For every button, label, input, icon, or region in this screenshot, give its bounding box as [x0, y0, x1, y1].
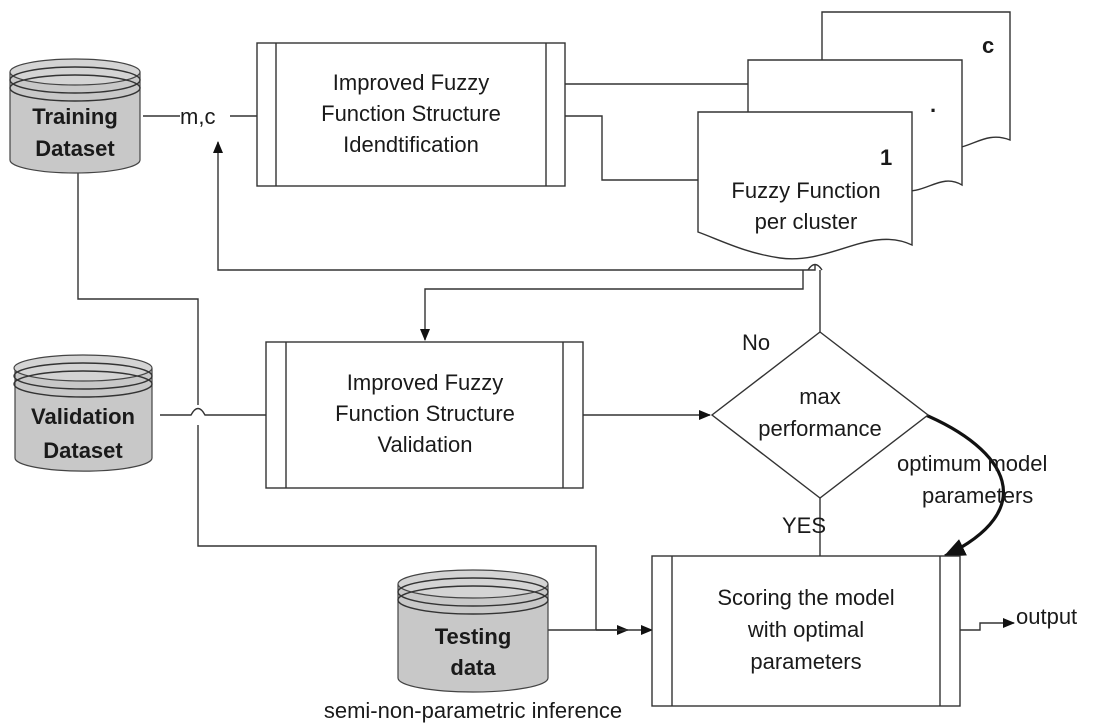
testing-label-1: Testing: [435, 624, 512, 649]
identification-line-3: Idendtification: [343, 132, 479, 157]
optimum-arrow: [920, 411, 1005, 558]
identification-line-2: Function Structure: [321, 101, 501, 126]
testing-data-cylinder: Testing data: [397, 569, 549, 693]
optimum-label-2: parameters: [922, 483, 1033, 508]
scoring-line-2: with optimal: [747, 617, 864, 642]
validation-box-line-3: Validation: [378, 432, 473, 457]
caption: semi-non-parametric inference: [324, 698, 622, 723]
validation-box-line-2: Function Structure: [335, 401, 515, 426]
testing-label-2: data: [450, 655, 496, 680]
output-label: output: [1016, 604, 1077, 629]
doc-back-letter: c: [982, 33, 994, 58]
training-dataset-cylinder: Training Dataset: [9, 58, 141, 174]
scoring-box: Scoring the model with optimal parameter…: [651, 555, 961, 707]
yes-label: YES: [782, 513, 826, 538]
doc-front-line-1: Fuzzy Function: [731, 178, 880, 203]
validation-box-line-1: Improved Fuzzy: [347, 370, 504, 395]
decision-diamond: max performance: [710, 331, 930, 499]
doc-front-number: 1: [880, 145, 892, 170]
document-stack: c . 1 Fuzzy Function per cluster: [697, 11, 1011, 260]
identification-box: Improved Fuzzy Function Structure Idendt…: [256, 42, 566, 187]
connectors: [77, 83, 1015, 635]
doc-front-line-2: per cluster: [755, 209, 858, 234]
identification-line-1: Improved Fuzzy: [333, 70, 490, 95]
validation-label-2: Dataset: [43, 438, 123, 463]
no-label: No: [742, 330, 770, 355]
scoring-line-3: parameters: [750, 649, 861, 674]
validation-box: Improved Fuzzy Function Structure Valida…: [265, 341, 584, 489]
optimum-label-1: optimum model: [897, 451, 1047, 476]
scoring-line-1: Scoring the model: [717, 585, 894, 610]
decision-line-2: performance: [758, 416, 882, 441]
validation-label-1: Validation: [31, 404, 135, 429]
training-label-2: Dataset: [35, 136, 115, 161]
training-label-1: Training: [32, 104, 118, 129]
validation-dataset-cylinder: Validation Dataset: [13, 354, 153, 472]
params-label: m,c: [180, 104, 215, 129]
doc-middle-dot: .: [930, 92, 936, 117]
decision-line-1: max: [799, 384, 841, 409]
